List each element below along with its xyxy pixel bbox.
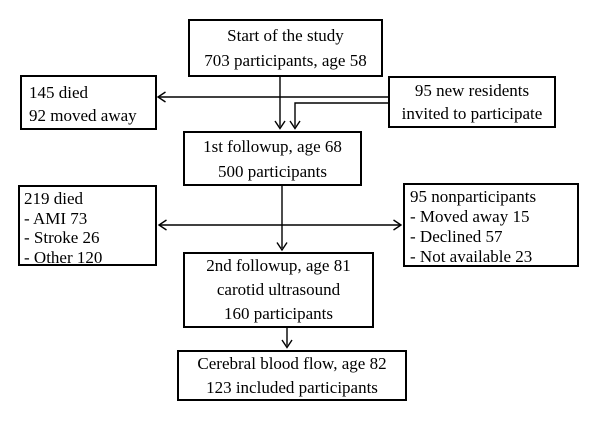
box-line: 2nd followup, age 81	[206, 256, 351, 275]
arrowhead-down-icon	[276, 242, 288, 252]
box-line: Cerebral blood flow, age 82	[197, 353, 387, 373]
box-line: 1st followup, age 68	[203, 136, 342, 156]
arrow-start-to-followup1	[274, 77, 286, 130]
box-line: - Declined 57	[410, 227, 503, 246]
arrow-followup1-to-followup2	[276, 186, 288, 252]
box-line: 160 participants	[223, 304, 334, 323]
arrowhead-right-icon	[393, 219, 403, 231]
nonparticipants-box: 95 nonparticipants - Moved away 15 - Dec…	[403, 183, 579, 267]
arrow-newresidents-to-followup1	[289, 102, 388, 130]
box-line: carotid ultrasound	[216, 280, 341, 299]
box-line: - Not available 23	[410, 247, 533, 266]
box-line: 219 died	[24, 189, 84, 208]
arrow-bidirectional-died-nonparticipants	[157, 219, 403, 231]
box-line: 145 died	[29, 83, 89, 102]
arrowhead-down-icon	[289, 120, 301, 130]
arrow-to-died-moved	[156, 91, 388, 103]
arrowhead-left-icon	[156, 91, 166, 103]
new-residents-box: 95 new residents invited to participate	[388, 76, 556, 128]
box-line: - AMI 73	[24, 208, 88, 228]
box-line: 500 participants	[217, 161, 328, 181]
box-line: Start of the study	[227, 26, 344, 45]
arrow-followup2-to-cerebral	[281, 328, 293, 349]
box-line: 123 included participants	[206, 377, 378, 397]
box-line: 92 moved away	[29, 106, 137, 125]
second-followup-box: 2nd followup, age 81 carotid ultrasound …	[183, 252, 374, 328]
box-line: 95 new residents	[414, 81, 530, 100]
start-of-study-box: Start of the study 703 participants, age…	[188, 19, 383, 77]
cerebral-blood-flow-box: Cerebral blood flow, age 82 123 included…	[177, 350, 407, 401]
arrowhead-down-icon	[281, 339, 293, 349]
box-line: 703 participants, age 58	[204, 51, 367, 70]
box-line: invited to participate	[401, 104, 543, 123]
arrowhead-down-icon	[274, 120, 286, 130]
arrowhead-left-icon	[157, 219, 167, 231]
box-line: - Moved away 15	[410, 207, 530, 226]
died-moved-away-box: 145 died 92 moved away	[20, 75, 157, 130]
box-line: 95 nonparticipants	[410, 187, 537, 206]
died-causes-box: 219 died - AMI 73 - Stroke 26 - Other 12…	[18, 185, 157, 267]
first-followup-box: 1st followup, age 68 500 participants	[183, 131, 362, 186]
box-line: - Stroke 26	[24, 228, 100, 247]
box-line: - Other 120	[24, 247, 103, 267]
